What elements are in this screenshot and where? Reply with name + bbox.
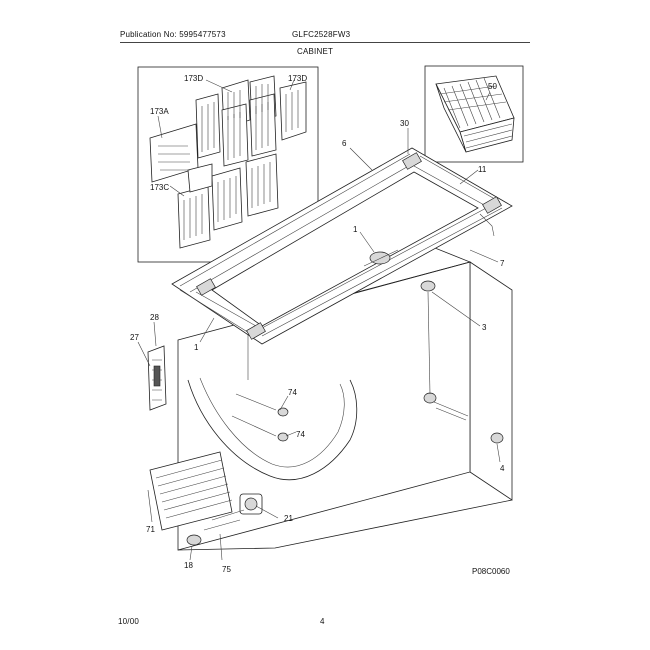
figure-code: P08C0060 <box>472 567 510 576</box>
page-number: 4 <box>320 617 325 626</box>
fasteners <box>203 393 277 531</box>
callout-21: 21 <box>284 514 293 523</box>
model-number: GLFC2528FW3 <box>292 30 351 39</box>
callout-18: 18 <box>184 561 193 570</box>
callout-11: 11 <box>478 165 487 174</box>
hinge-bracket <box>147 345 167 411</box>
callout-173D-left: 173D <box>184 74 203 83</box>
callout-173A: 173A <box>150 107 169 116</box>
callout-7: 7 <box>500 259 505 268</box>
callout-leaders <box>137 128 501 561</box>
section-title: CABINET <box>297 47 334 56</box>
callout-1-left: 1 <box>194 343 199 352</box>
callout-75: 75 <box>222 565 231 574</box>
callout-6: 6 <box>342 139 347 148</box>
basket-inset <box>424 65 524 163</box>
breaker-strip-frame <box>171 147 513 345</box>
callout-74-lower: 74 <box>296 430 305 439</box>
callout-71: 71 <box>146 525 155 534</box>
callout-4: 4 <box>500 464 505 473</box>
callout-28: 28 <box>150 313 159 322</box>
publication-number: Publication No: 5995477573 <box>120 30 226 39</box>
callout-labels: 173D 173D 173A 173C 50 30 6 11 1 7 3 28 … <box>130 74 510 576</box>
callout-173D-right: 173D <box>288 74 307 83</box>
callout-3: 3 <box>482 323 487 332</box>
header-rule <box>120 42 530 43</box>
callout-1-top: 1 <box>353 225 358 234</box>
callout-30: 30 <box>400 119 409 128</box>
footer-date: 10/00 <box>118 617 140 626</box>
callout-74-upper: 74 <box>288 388 297 397</box>
label-kit-inset <box>137 66 319 263</box>
callout-27: 27 <box>130 333 139 342</box>
callout-173C: 173C <box>150 183 169 192</box>
callout-50: 50 <box>488 82 497 91</box>
